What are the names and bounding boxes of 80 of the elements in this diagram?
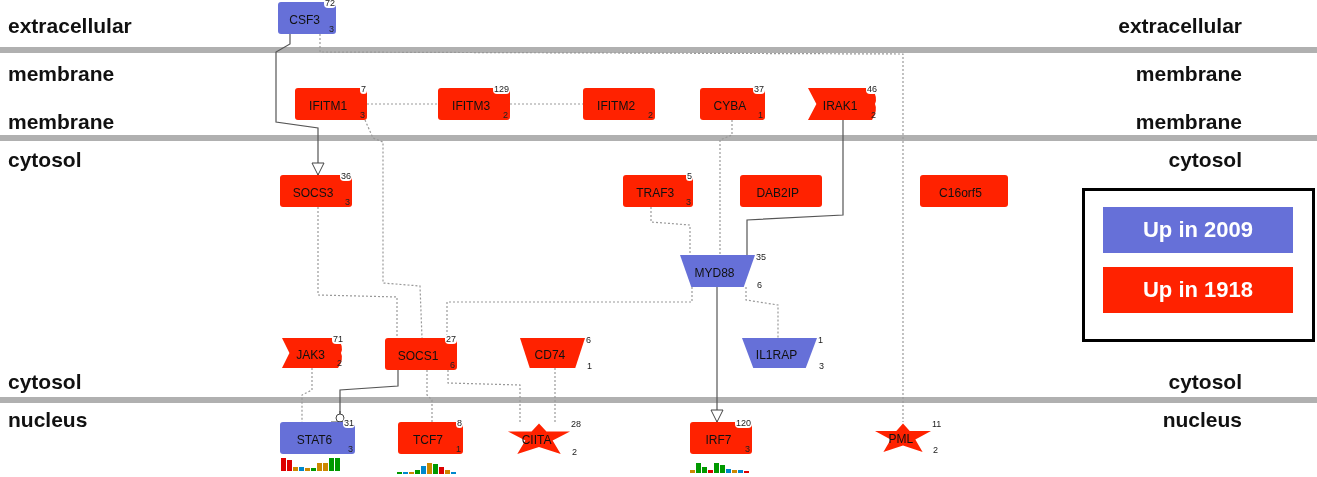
compartment-label: cytosol [1168, 370, 1242, 394]
gene-name: IRF7 [705, 432, 732, 447]
count-label: 6 [757, 280, 762, 290]
count-label: 37 [753, 84, 765, 94]
legend-swatch: Up in 2009 [1103, 207, 1293, 253]
count-label: 2 [933, 445, 938, 455]
count-label: 35 [756, 252, 766, 262]
count-label: 1 [456, 444, 461, 454]
compartment-label: nucleus [1162, 408, 1242, 432]
count-label: 7 [360, 84, 367, 94]
count-label: 3 [686, 197, 691, 207]
dotted-connector [364, 119, 423, 339]
compartment-label: membrane [8, 110, 115, 134]
compartment-label: membrane [1135, 110, 1242, 134]
dotted-connector [650, 206, 691, 256]
compartment-label: nucleus [8, 408, 88, 432]
count-label: 71 [332, 334, 344, 344]
count-label: 6 [586, 335, 591, 345]
gene-name: CD74 [534, 347, 566, 362]
count-label: 1 [758, 110, 763, 120]
count-label: 129 [492, 84, 510, 94]
count-label: 2 [503, 110, 508, 120]
dotted-connector [319, 33, 904, 423]
count-label: 2 [337, 358, 342, 368]
gene-name: IL1RAP [755, 347, 798, 362]
count-label: 46 [866, 84, 878, 94]
count-label: 2 [572, 447, 577, 457]
compartment-label: cytosol [8, 370, 82, 394]
gene-name: TRAF3 [636, 185, 675, 200]
gene-name: IFITM1 [309, 98, 348, 113]
dotted-connector [426, 369, 433, 423]
compartment-label: cytosol [1168, 148, 1242, 172]
gene-name: CYBA [713, 98, 747, 113]
connector [746, 119, 844, 256]
count-label: 120 [734, 418, 752, 428]
dotted-connector [447, 369, 521, 423]
count-label: 6 [450, 360, 455, 370]
dotted-connector [719, 119, 733, 256]
gene-name: STAT6 [296, 432, 333, 447]
count-label: 28 [571, 419, 581, 429]
count-label: 27 [445, 334, 457, 344]
count-label: 11 [932, 419, 942, 429]
count-label: 3 [360, 110, 365, 120]
count-label: 1 [587, 361, 592, 371]
count-label: 31 [343, 418, 355, 428]
gene-name: IFITM3 [452, 98, 491, 113]
count-label: 8 [456, 418, 463, 428]
count-label: 2 [648, 110, 653, 120]
count-label: 3 [745, 444, 750, 454]
gene-name: MYD88 [694, 265, 735, 280]
count-label: 5 [686, 171, 693, 181]
compartment-label: cytosol [8, 148, 82, 172]
compartment-label: membrane [1135, 62, 1242, 86]
compartment-label: extracellular [1118, 14, 1242, 38]
gene-name: IFITM2 [597, 98, 636, 113]
count-label: 3 [329, 24, 334, 34]
count-label: 1 [818, 335, 823, 345]
gene-name: CSF3 [289, 12, 320, 27]
gene-name: SOCS1 [397, 348, 439, 363]
compartment-label: extracellular [8, 14, 132, 38]
gene-name: IRAK1 [822, 98, 858, 113]
gene-name: TCF7 [412, 432, 443, 447]
count-label: 2 [871, 110, 876, 120]
gene-name: SOCS3 [292, 185, 334, 200]
count-label: 36 [340, 171, 352, 181]
count-label: 3 [348, 444, 353, 454]
gene-name: JAK3 [296, 347, 325, 362]
compartment-label: membrane [8, 62, 115, 86]
dotted-connector [554, 367, 556, 423]
legend-swatch: Up in 1918 [1103, 267, 1293, 313]
gene-name: C16orf5 [939, 185, 982, 200]
count-label: 3 [345, 197, 350, 207]
count-label: 72 [324, 0, 336, 8]
gene-name: PML [888, 431, 914, 446]
count-label: 3 [819, 361, 824, 371]
dotted-connector [317, 206, 398, 339]
gene-name: CIITA [521, 432, 552, 447]
connector [275, 33, 325, 176]
dotted-connector [745, 286, 779, 339]
gene-name: DAB2IP [756, 185, 800, 200]
